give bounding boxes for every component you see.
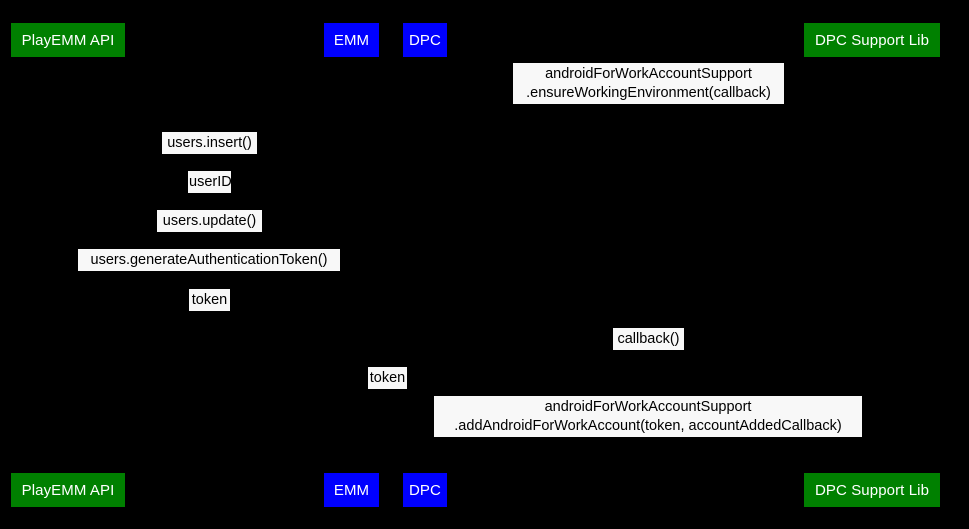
message-label-token-upper: token <box>189 289 230 311</box>
participant-top-playemm-api[interactable]: PlayEMM API <box>11 23 125 57</box>
participant-bottom-dpc[interactable]: DPC <box>403 473 447 507</box>
participant-bottom-playemm-api[interactable]: PlayEMM API <box>11 473 125 507</box>
message-label-users-generate-authentication-token: users.generateAuthenticationToken() <box>78 249 340 271</box>
message-label-line: users.generateAuthenticationToken() <box>90 251 328 268</box>
message-label-token-lower: token <box>368 367 407 389</box>
participant-label: DPC Support Lib <box>814 481 930 499</box>
message-label-line: token <box>369 369 406 386</box>
message-label-line: androidForWorkAccountSupport <box>545 65 752 82</box>
message-label-line: users.insert() <box>167 134 252 151</box>
message-label-line: callback() <box>617 330 680 347</box>
participant-label: EMM <box>333 31 370 49</box>
message-label-add-android-for-work-account: androidForWorkAccountSupport .addAndroidF… <box>434 396 862 437</box>
participant-top-dpc[interactable]: DPC <box>403 23 447 57</box>
message-label-callback: callback() <box>613 328 684 350</box>
message-label-line: users.update() <box>162 212 257 229</box>
participant-label: PlayEMM API <box>21 481 115 499</box>
message-label-line: token <box>191 291 228 308</box>
message-label-line: userID <box>189 173 232 190</box>
message-label-users-update: users.update() <box>157 210 262 232</box>
participant-label: PlayEMM API <box>21 31 115 49</box>
participant-bottom-emm[interactable]: EMM <box>324 473 379 507</box>
participant-label: EMM <box>333 481 370 499</box>
message-label-user-id: userID <box>188 171 232 193</box>
message-label-users-insert: users.insert() <box>162 132 257 154</box>
participant-label: DPC <box>409 31 441 49</box>
message-label-ensure-working-environment: androidForWorkAccountSupport .ensureWorki… <box>513 63 784 104</box>
message-label-line: .ensureWorkingEnvironment(callback) <box>526 84 771 101</box>
participant-bottom-dpc-support-lib[interactable]: DPC Support Lib <box>804 473 940 507</box>
participant-label: DPC Support Lib <box>814 31 930 49</box>
message-label-line: androidForWorkAccountSupport <box>544 398 752 415</box>
message-label-line: .addAndroidForWorkAccount(token, account… <box>454 417 842 434</box>
participant-top-emm[interactable]: EMM <box>324 23 379 57</box>
participant-top-dpc-support-lib[interactable]: DPC Support Lib <box>804 23 940 57</box>
participant-label: DPC <box>409 481 441 499</box>
